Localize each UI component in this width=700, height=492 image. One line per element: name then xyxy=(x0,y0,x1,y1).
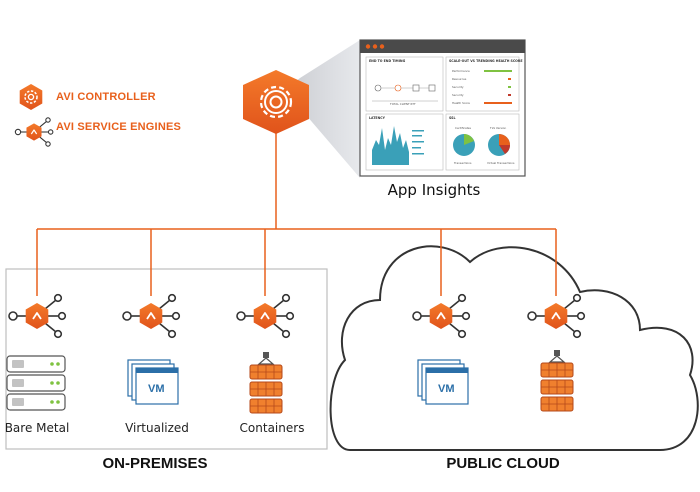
ssl-pie-2 xyxy=(488,134,510,156)
panel-title-end-to-end: END TO END TIMING xyxy=(369,59,406,63)
legend-controller-icon xyxy=(19,84,43,110)
legend-engines-label: AVI SERVICE ENGINES xyxy=(56,121,182,133)
app-insights-label: App Insights xyxy=(387,181,481,199)
svg-text:Security: Security xyxy=(452,93,464,97)
svg-text:Security: Security xyxy=(452,85,464,89)
legend-controller-label: AVI CONTROLLER xyxy=(56,91,156,103)
svg-text:Performance: Performance xyxy=(452,69,470,73)
public-cloud-shape xyxy=(329,245,699,451)
service-engine-virtualized xyxy=(122,293,181,339)
svg-text:VM: VM xyxy=(438,383,455,395)
vm-icon-virtualized: VM xyxy=(127,359,179,405)
on-premises-box xyxy=(5,268,328,450)
svg-text:Certificates: Certificates xyxy=(455,126,472,130)
svg-text:TLS Version: TLS Version xyxy=(489,126,506,130)
avi-controller-node xyxy=(243,70,309,134)
panel-title-ssl: SSL xyxy=(449,116,455,120)
ssl-pie-1 xyxy=(453,134,475,156)
health-rows: Performance Resources Security Security … xyxy=(452,69,512,105)
svg-text:Transactions: Transactions xyxy=(453,161,472,165)
caption-containers: Containers xyxy=(239,421,305,435)
service-engine-containers xyxy=(236,293,295,339)
svg-text:Health Score: Health Score xyxy=(452,101,470,105)
panel-title-scale-out: SCALE-OUT VS TRENDING HEALTH SCORE xyxy=(449,59,523,63)
bare-metal-server-icon xyxy=(6,355,66,411)
svg-text:VM: VM xyxy=(148,383,165,395)
panel-title-latency: LATENCY xyxy=(369,116,386,120)
caption-bare-metal: Bare Metal xyxy=(4,421,70,435)
gear-icon xyxy=(259,85,293,119)
insights-beam xyxy=(290,40,360,178)
section-public-cloud: PUBLIC CLOUD xyxy=(446,455,560,472)
panel-total-timing: TOTAL CLIENT RTT xyxy=(389,102,416,106)
svg-text:Virtual Transactions: Virtual Transactions xyxy=(487,161,515,165)
service-engine-bare-metal xyxy=(8,293,67,339)
vm-icon-cloud: VM xyxy=(417,359,469,405)
app-insights-window: END TO END TIMING SCALE-OUT VS TRENDING … xyxy=(359,39,526,177)
caption-virtualized: Virtualized xyxy=(125,421,189,435)
svg-text:Resources: Resources xyxy=(452,77,467,81)
section-on-premises: ON-PREMISES xyxy=(102,455,208,472)
legend-service-engine-icon xyxy=(14,117,54,147)
connection-lines xyxy=(36,118,557,296)
container-stack-on-prem xyxy=(249,352,283,414)
